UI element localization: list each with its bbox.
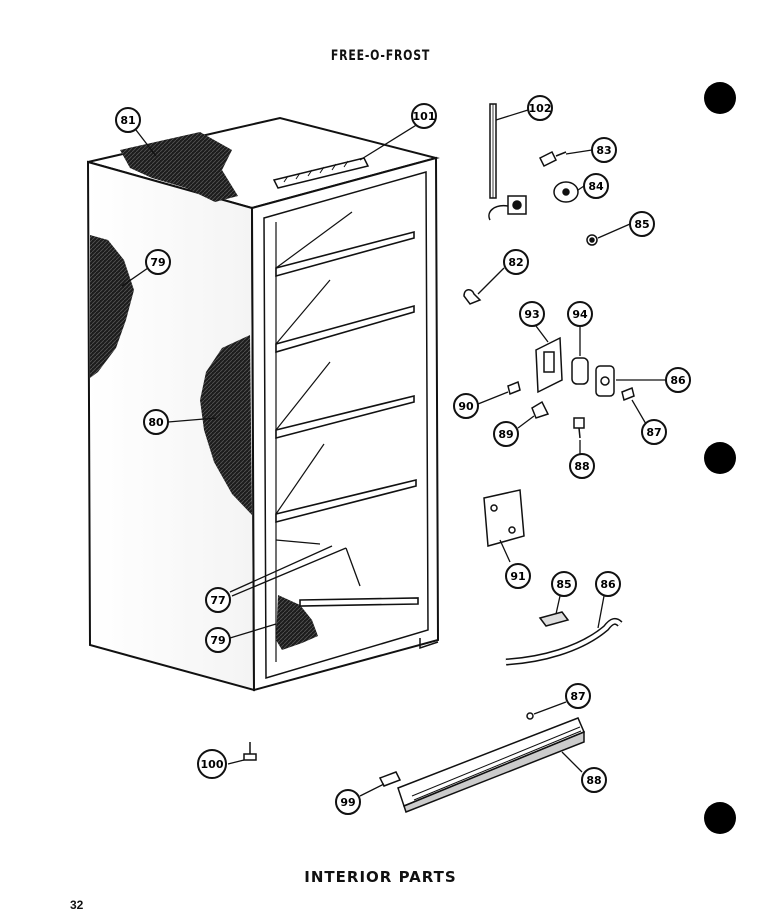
thermostat-switch xyxy=(488,195,527,221)
nut-part-87b xyxy=(526,712,534,720)
callout-100: 100 xyxy=(197,749,227,779)
diagram-caption: INTERIOR PARTS xyxy=(304,868,457,886)
hinge-pin-85 xyxy=(538,611,570,627)
nut-part-85 xyxy=(586,234,598,246)
svg-text:87: 87 xyxy=(646,426,661,439)
callout-93: 93 xyxy=(519,301,545,327)
parts xyxy=(243,103,635,813)
callout-88b: 88 xyxy=(581,767,607,793)
shelf-4 xyxy=(275,478,417,524)
leader-lines xyxy=(121,109,666,797)
svg-text:102: 102 xyxy=(529,102,552,115)
svg-text:87: 87 xyxy=(570,690,585,703)
svg-text:86: 86 xyxy=(600,578,616,591)
binder-holes xyxy=(704,82,736,834)
callouts: 81 101 102 83 84 85 79 82 93 94 86 80 90… xyxy=(115,95,691,815)
callout-87b: 87 xyxy=(565,683,591,709)
leveling-screw-100 xyxy=(243,742,257,761)
svg-text:86: 86 xyxy=(670,374,686,387)
control-strip xyxy=(272,157,370,189)
svg-text:77: 77 xyxy=(210,594,225,607)
clip-part-89 xyxy=(531,400,550,419)
svg-text:82: 82 xyxy=(508,256,523,269)
binder-hole-middle xyxy=(704,442,736,474)
svg-text:85: 85 xyxy=(634,218,649,231)
screw-part-88a xyxy=(573,417,585,439)
svg-text:101: 101 xyxy=(413,110,436,123)
page-number: 32 xyxy=(70,898,84,912)
cabinet-opening xyxy=(263,171,429,680)
callout-99: 99 xyxy=(335,789,361,815)
callout-86b: 86 xyxy=(595,571,621,597)
callout-81: 81 xyxy=(115,107,141,133)
callout-79b: 79 xyxy=(205,627,231,653)
screw-part-87a xyxy=(621,386,635,402)
insulation-bottom xyxy=(276,595,318,650)
callout-85: 85 xyxy=(629,211,655,237)
svg-text:91: 91 xyxy=(510,570,525,583)
svg-text:83: 83 xyxy=(596,144,611,157)
drain-hose-86 xyxy=(505,617,623,666)
svg-text:79: 79 xyxy=(210,634,225,647)
shelves xyxy=(275,211,419,607)
callout-79: 79 xyxy=(145,249,171,275)
insulation-top xyxy=(120,132,238,202)
shelf-1 xyxy=(275,230,415,278)
callout-82: 82 xyxy=(503,249,529,275)
tube-part-102 xyxy=(489,103,497,199)
svg-text:93: 93 xyxy=(524,308,539,321)
svg-text:84: 84 xyxy=(588,180,604,193)
bracket-part-93 xyxy=(535,336,563,394)
svg-text:81: 81 xyxy=(120,114,135,127)
hinge-plate-91 xyxy=(483,489,525,547)
clip-part-99 xyxy=(378,771,402,787)
svg-text:80: 80 xyxy=(148,416,164,429)
svg-text:99: 99 xyxy=(340,796,355,809)
latch-part-86 xyxy=(595,365,615,397)
svg-text:100: 100 xyxy=(201,758,224,771)
svg-text:79: 79 xyxy=(150,256,165,269)
callout-77: 77 xyxy=(205,587,231,613)
callout-83: 83 xyxy=(591,137,617,163)
callout-91: 91 xyxy=(505,563,531,589)
callout-94: 94 xyxy=(567,301,593,327)
insulation-left-upper xyxy=(90,235,134,378)
svg-text:88: 88 xyxy=(574,460,589,473)
screw-part-90 xyxy=(507,380,521,396)
shelf-bottom xyxy=(299,597,419,607)
disc-part-84 xyxy=(553,181,579,203)
callout-101: 101 xyxy=(411,103,437,129)
clip-part-82 xyxy=(463,289,482,305)
shelf-3 xyxy=(275,394,415,440)
callout-85b: 85 xyxy=(551,571,577,597)
callout-87: 87 xyxy=(641,419,667,445)
svg-text:89: 89 xyxy=(498,428,513,441)
callout-89: 89 xyxy=(493,421,519,447)
screw-part-83 xyxy=(538,150,567,168)
pad-part-94 xyxy=(571,357,589,385)
shelf-2 xyxy=(275,304,415,354)
insulation-left-lower xyxy=(200,335,252,515)
callout-80: 80 xyxy=(143,409,169,435)
page-title: FREE-O-FROST xyxy=(330,48,431,64)
callout-86: 86 xyxy=(665,367,691,393)
svg-text:85: 85 xyxy=(556,578,571,591)
svg-text:88: 88 xyxy=(586,774,601,787)
svg-text:94: 94 xyxy=(572,308,588,321)
callout-90: 90 xyxy=(453,393,479,419)
insulation-patches xyxy=(90,132,318,650)
callout-88: 88 xyxy=(569,453,595,479)
svg-text:90: 90 xyxy=(458,400,474,413)
binder-hole-bottom xyxy=(704,802,736,834)
callout-84: 84 xyxy=(583,173,609,199)
callout-102: 102 xyxy=(527,95,553,121)
binder-hole-top xyxy=(704,82,736,114)
toe-grille-88 xyxy=(397,717,585,813)
